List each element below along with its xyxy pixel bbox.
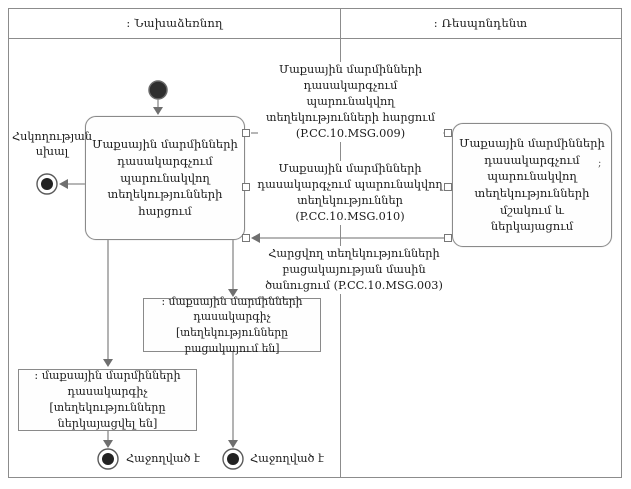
success-left-final-node-core-icon [102,453,114,465]
diagram-frame [8,8,622,478]
pin-responder-out-notification-icon [444,234,452,242]
msg009-label: Մաքսային մարմինների դասակարգչում պարունա… [258,62,443,143]
success-left-label: Հաջողված է [126,452,200,465]
pin-initiator-in-response-icon [242,183,250,191]
success-right-final-node-core-icon [227,453,239,465]
object-classifier-absent-label: : մաքսային մարմինների դասակարգիչ [տեղեկո… [161,294,303,355]
msg003-label: Հարցվող տեղեկությունների բացակայության մ… [258,246,450,295]
success-right-label: Հաջողված է [250,452,324,465]
flow-to-presented-object-arrowhead-icon [103,359,113,367]
lane-header-responder-label: : Ռեսպոնդենտ [433,16,528,30]
control-error-label: Հսկողության սխալ [11,130,93,159]
activity-responder-processing: Մաքսային մարմինների դասակարգչում պարունա… [452,123,612,247]
error-flow-arrowhead-icon [59,179,68,189]
flow-to-success-left-arrowhead-icon [103,440,113,448]
subactivity-marker-icon: ; [598,158,602,169]
activity-responder-processing-label: Մաքսային մարմինների դասակարգչում պարունա… [459,135,605,234]
lane-header-responder: : Ռեսպոնդենտ [341,9,620,37]
start-flow-arrowhead-icon [153,107,163,115]
pin-responder-out-response-icon [444,183,452,191]
object-classifier-presented-label: : մաքսային մարմինների դասակարգիչ [տեղեկո… [34,368,181,431]
activity-initiator-request-label: Մաքսային մարմինների դասակարգչում պարունա… [92,137,238,218]
error-final-node-core-icon [41,178,53,190]
msg003-arrowhead-icon [251,233,260,243]
flow-to-success-right-arrowhead-icon [228,440,238,448]
object-classifier-absent: : մաքսային մարմինների դասակարգիչ [տեղեկո… [143,295,321,355]
activity-initiator-request: Մաքսային մարմինների դասակարգչում պարունա… [85,116,245,240]
lane-header-initiator: : Նախաձեռնող [9,9,340,37]
flow-to-absent-object-arrowhead-icon [228,289,238,297]
object-classifier-presented: : մաքսային մարմինների դասակարգիչ [տեղեկո… [18,369,197,431]
pin-initiator-in-notification-icon [242,234,250,242]
lane-header-initiator-label: : Նախաձեռնող [126,16,223,30]
pin-responder-in-request-icon [444,129,452,137]
msg010-label: Մաքսային մարմինների դասակարգչում պարունա… [250,161,450,226]
pin-initiator-out-request-icon [242,129,250,137]
